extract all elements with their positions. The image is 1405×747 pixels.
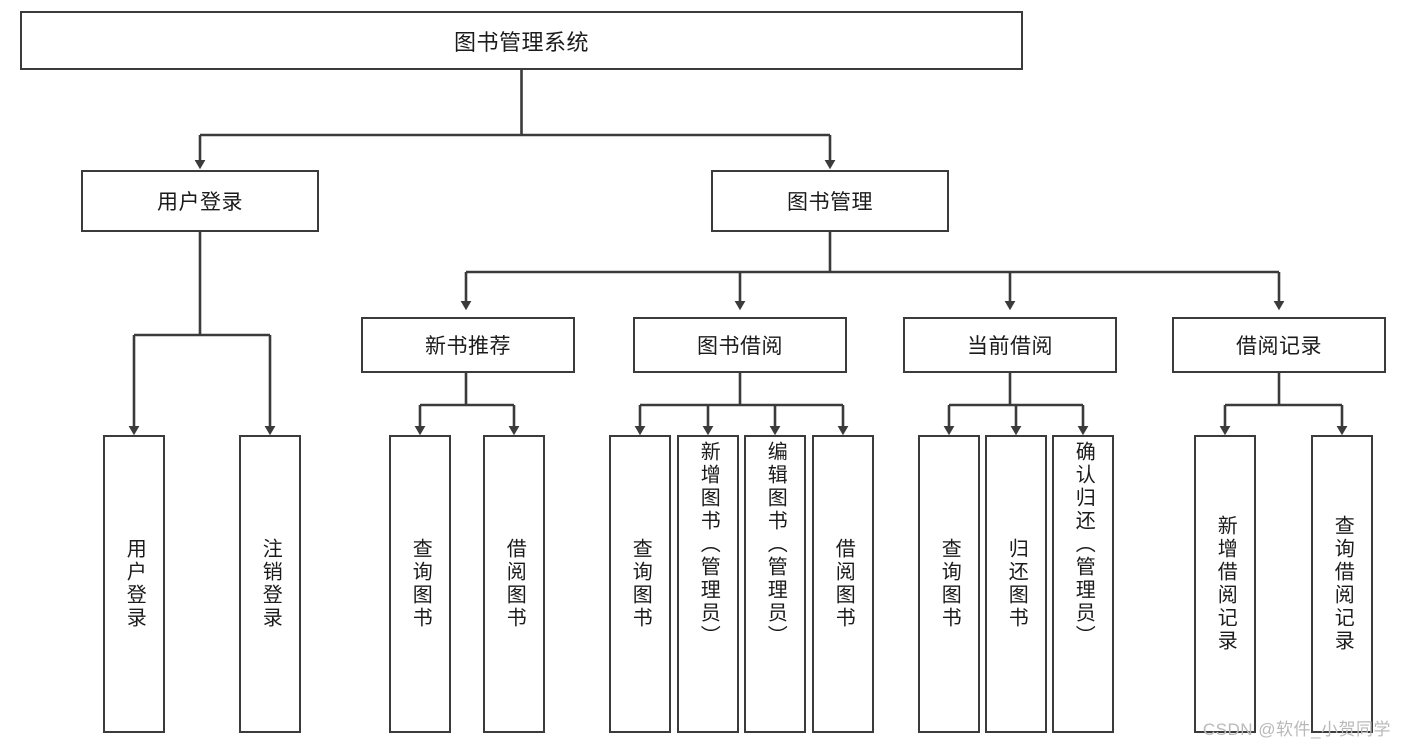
leaf-user-login[interactable]: 用户登录 [103,435,165,733]
leaf-query-book-1-label: 查询图书 [409,538,432,630]
leaf-query-book-3[interactable]: 查询图书 [918,435,980,733]
leaf-query-book-3-label: 查询图书 [938,538,961,630]
leaf-add-book[interactable]: 新增图书（管理员） [677,435,739,733]
leaf-query-book-2[interactable]: 查询图书 [609,435,671,733]
leaf-logout-label: 注销登录 [259,538,282,630]
leaf-return-book[interactable]: 归还图书 [985,435,1047,733]
node-book-borrow[interactable]: 图书借阅 [633,317,847,373]
node-new-book-rec[interactable]: 新书推荐 [361,317,575,373]
node-root[interactable]: 图书管理系统 [20,11,1023,70]
leaf-add-book-label: 新增图书（管理员） [697,441,720,648]
leaf-query-book-2-label: 查询图书 [629,538,652,630]
leaf-add-record[interactable]: 新增借阅记录 [1194,435,1256,733]
node-book-manage[interactable]: 图书管理 [711,170,949,232]
node-borrow-record-label: 借阅记录 [1236,335,1322,358]
leaf-query-record-label: 查询借阅记录 [1331,515,1354,653]
leaf-query-book-1[interactable]: 查询图书 [389,435,451,733]
node-book-borrow-label: 图书借阅 [697,335,783,358]
leaf-logout[interactable]: 注销登录 [239,435,301,733]
leaf-edit-book[interactable]: 编辑图书（管理员） [744,435,806,733]
node-user-login-label: 用户登录 [157,191,243,214]
watermark: CSDN @软件_小贺同学 [1202,720,1391,739]
node-current-borrow-label: 当前借阅 [967,335,1053,358]
node-root-label: 图书管理系统 [453,29,589,55]
node-current-borrow[interactable]: 当前借阅 [903,317,1117,373]
leaf-borrow-book-2-label: 借阅图书 [832,538,855,630]
node-user-login[interactable]: 用户登录 [81,170,319,232]
leaf-query-record[interactable]: 查询借阅记录 [1311,435,1373,733]
node-new-book-rec-label: 新书推荐 [425,335,511,358]
node-book-manage-label: 图书管理 [787,191,873,214]
leaf-edit-book-label: 编辑图书（管理员） [764,441,787,648]
leaf-borrow-book-1[interactable]: 借阅图书 [483,435,545,733]
leaf-confirm-return[interactable]: 确认归还（管理员） [1052,435,1114,733]
leaf-confirm-return-label: 确认归还（管理员） [1072,441,1095,648]
leaf-borrow-book-1-label: 借阅图书 [503,538,526,630]
node-borrow-record[interactable]: 借阅记录 [1172,317,1386,373]
leaf-user-login-label: 用户登录 [123,538,146,630]
leaf-borrow-book-2[interactable]: 借阅图书 [812,435,874,733]
leaf-add-record-label: 新增借阅记录 [1214,515,1237,653]
leaf-return-book-label: 归还图书 [1005,538,1028,630]
